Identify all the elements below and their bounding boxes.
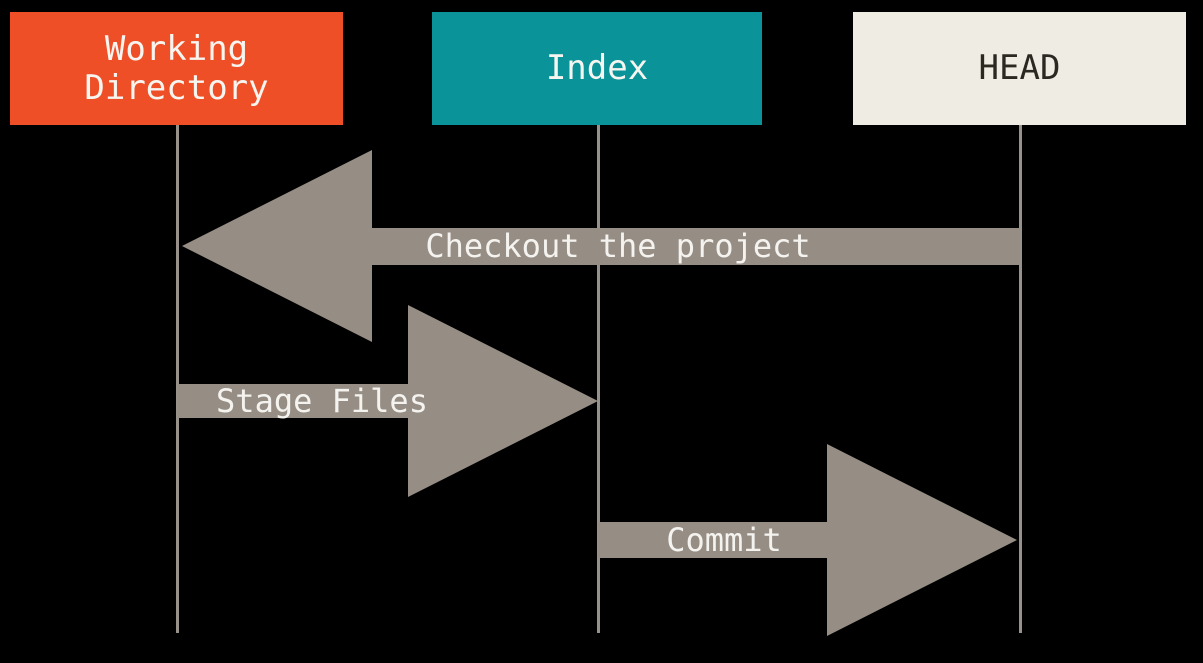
stage-files-arrow-label: Stage Files [216, 382, 428, 420]
commit-arrowhead-icon [827, 444, 1017, 636]
commit-arrow-label: Commit [666, 521, 782, 559]
working-directory-label: Working Directory [84, 28, 269, 108]
commit-arrow-shaft [598, 522, 827, 558]
working-directory-box: Working Directory [10, 12, 343, 125]
working-directory-lifeline [176, 125, 179, 633]
checkout-arrow-label: Checkout the project [425, 227, 811, 265]
head-lifeline [1019, 125, 1022, 633]
index-label: Index [545, 48, 649, 88]
checkout-arrowhead-icon [182, 150, 372, 342]
index-lifeline [597, 125, 600, 633]
stage-files-arrow-shaft [178, 384, 408, 418]
head-label: HEAD [978, 48, 1061, 88]
stage-files-arrowhead-icon [408, 305, 598, 497]
head-box: HEAD [853, 12, 1186, 125]
checkout-arrow-shaft [372, 228, 1020, 265]
index-box: Index [432, 12, 762, 125]
